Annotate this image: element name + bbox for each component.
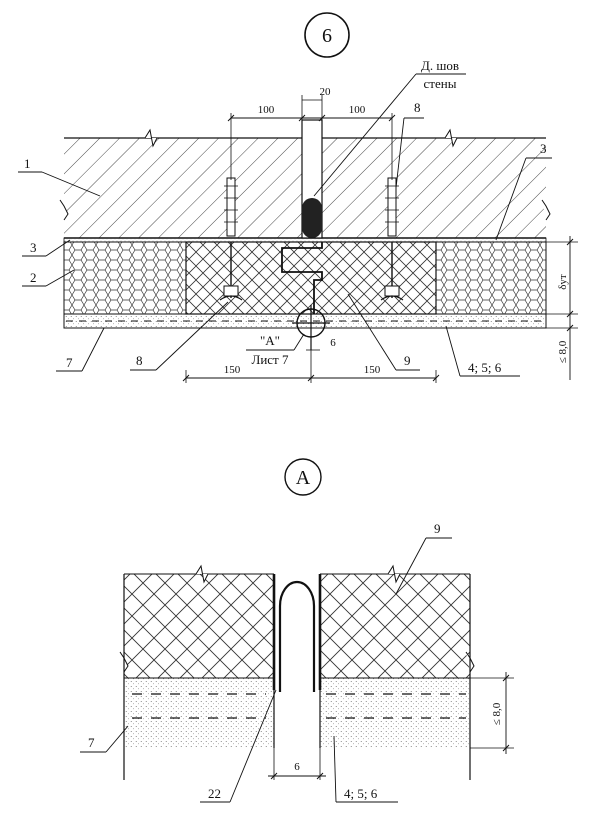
dim-insulation-thickness: δут bbox=[557, 274, 569, 290]
joint-label-line2: стены bbox=[424, 76, 457, 91]
wall-joint bbox=[301, 119, 323, 239]
detail-a-marker-text: А bbox=[296, 467, 311, 489]
label-9-a: 9 bbox=[434, 521, 441, 536]
label-456: 4; 5; 6 bbox=[468, 360, 502, 375]
label-2: 2 bbox=[30, 270, 37, 285]
label-9: 9 bbox=[404, 353, 411, 368]
insulation-block-right bbox=[320, 564, 475, 678]
dim-100-right: 100 bbox=[349, 104, 366, 116]
joint-gap bbox=[272, 574, 322, 780]
joint-leader bbox=[313, 73, 417, 197]
insulation-step-joint bbox=[281, 242, 323, 314]
callout-a-line1: "А" bbox=[260, 333, 280, 348]
right-dimensions bbox=[546, 236, 578, 380]
label-3-left: 3 bbox=[30, 240, 37, 255]
bottom-dim-a bbox=[268, 748, 326, 780]
joint-label-line1: Д. шов bbox=[421, 58, 459, 73]
dim-150-right: 150 bbox=[364, 364, 381, 376]
detail-6: 6 bbox=[18, 12, 578, 383]
dim-150-left: 150 bbox=[224, 364, 241, 376]
dowel-right bbox=[380, 177, 404, 301]
dim-6-detail-a: 6 bbox=[294, 761, 300, 773]
label-7: 7 bbox=[66, 355, 73, 370]
joint-sealant bbox=[302, 198, 322, 238]
label-8-top: 8 bbox=[414, 100, 421, 115]
adhesive-layer bbox=[63, 237, 547, 243]
finish-layer bbox=[63, 313, 547, 329]
bottom-dimensions bbox=[182, 338, 440, 383]
finish-layer-left bbox=[124, 678, 274, 748]
dim-finish-6: ≤ 8,0 bbox=[557, 340, 569, 363]
dim-100-left: 100 bbox=[258, 104, 275, 116]
detail-a-marker bbox=[284, 458, 322, 496]
detail-6-marker-text: 6 bbox=[322, 25, 332, 47]
label-22: 22 bbox=[208, 786, 221, 801]
insulation-layer bbox=[63, 241, 547, 315]
label-1: 1 bbox=[24, 156, 31, 171]
label-3-right: 3 bbox=[540, 141, 547, 156]
label-8-bottom: 8 bbox=[136, 353, 143, 368]
insulation-block-left bbox=[119, 564, 274, 678]
detail-a: А bbox=[80, 458, 514, 803]
dim-finish-a: ≤ 8,0 bbox=[491, 702, 503, 725]
dim-6-detail-6: 6 bbox=[330, 337, 336, 349]
label-456-a: 4; 5; 6 bbox=[344, 786, 378, 801]
top-dimensions bbox=[227, 95, 396, 180]
label-7-a: 7 bbox=[88, 735, 95, 750]
sealant-profile bbox=[278, 580, 316, 692]
dim-20: 20 bbox=[320, 86, 332, 98]
callout-a-line2: Лист 7 bbox=[252, 352, 289, 367]
detail-6-marker bbox=[304, 12, 350, 58]
right-dim-a bbox=[470, 672, 514, 754]
finish-layer-right bbox=[320, 678, 470, 748]
